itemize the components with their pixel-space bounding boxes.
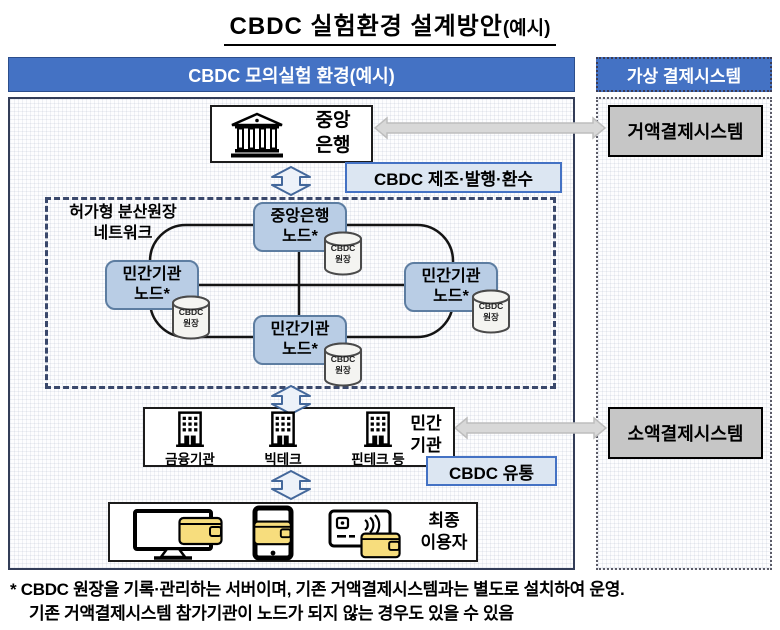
issuance-label: CBDC 제조·발행·환수 [345, 162, 562, 193]
small-value-link-arrow-icon [454, 416, 607, 440]
dlt-network-title: 허가형 분산원장 네트워크 [69, 204, 177, 242]
large-value-link-arrow-icon [374, 116, 606, 140]
footnote-line1: * CBDC 원장을 기록·관리하는 서버이며, 기존 거액결제시스템과는 별도… [10, 580, 625, 599]
large-value-system-box: 거액결제시스템 [608, 105, 763, 157]
institution-label: 빅테크 [264, 452, 302, 467]
page-title: CBDC 실험환경 설계방안(예시) [0, 6, 780, 46]
footnote-line2: 기존 거액결제시스템 참가기관이 노드가 되지 않는 경우도 있을 수 있음 [29, 604, 514, 624]
distribution-label: CBDC 유통 [426, 456, 557, 486]
wallet-icon [253, 520, 292, 546]
virtual-systems-header: 가상 결제시스템 [596, 57, 772, 92]
bank-network-arrow-icon [271, 166, 311, 196]
wallet-icon [360, 532, 401, 559]
institution-label: 핀테크 등 [351, 452, 405, 467]
footnote: * CBDC 원장을 기록·관리하는 서버이며, 기존 거액결제시스템과는 별도… [10, 578, 776, 626]
node-private-left: 민간기관 노드* [105, 260, 199, 310]
building-icon [269, 411, 297, 447]
institutions-users-arrow-icon [271, 470, 311, 500]
page-title-text: CBDC 실험환경 설계방안 [229, 13, 503, 40]
institution-fintech: 핀테크 등 [336, 411, 420, 468]
institution-bigtech: 빅테크 [248, 411, 318, 468]
institution-label: 금융기관 [165, 452, 215, 467]
private-institutions-group-label: 민간 기관 [410, 414, 442, 456]
bank-icon [231, 112, 283, 158]
page-title-suffix: (예시) [502, 18, 551, 39]
page-title-underline: CBDC 실험환경 설계방안(예시) [223, 6, 557, 46]
database-icon [324, 231, 362, 276]
database-icon [172, 295, 210, 340]
dlt-network-box [45, 197, 556, 389]
small-value-system-box: 소액결제시스템 [608, 407, 763, 459]
institution-financial: 금융기관 [150, 411, 230, 468]
database-icon [472, 289, 510, 334]
database-icon [324, 342, 362, 387]
central-bank-label: 중앙 은행 [315, 110, 351, 156]
virtual-systems-panel [596, 97, 772, 570]
main-panel-header: CBDC 모의실험 환경(예시) [8, 57, 575, 92]
building-icon [364, 411, 392, 447]
building-icon [176, 411, 204, 447]
wallet-icon [178, 516, 223, 546]
end-users-label: 최종 이용자 [420, 511, 468, 553]
